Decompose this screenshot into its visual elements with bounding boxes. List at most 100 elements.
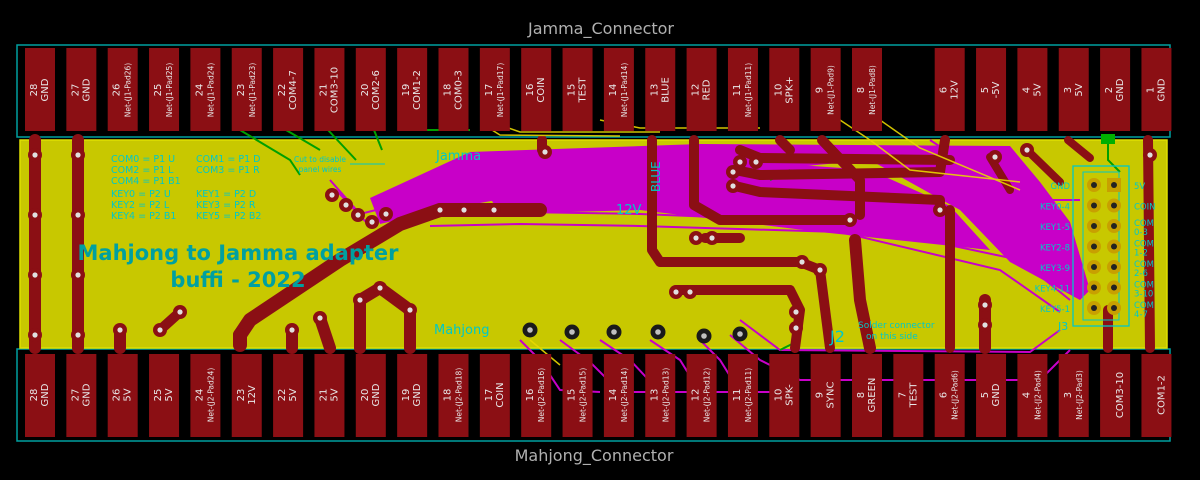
- pad-copper: [1141, 354, 1172, 437]
- pad-net: GND: [991, 383, 1002, 406]
- pad-copper: [314, 354, 345, 437]
- pad-label: 5GND: [980, 383, 1002, 406]
- via-hole: [730, 169, 736, 175]
- pad-copper: [397, 48, 428, 131]
- pad-label: 255V: [153, 388, 175, 401]
- j3-left-label: GND: [1051, 182, 1071, 192]
- cut-note-1: Cut to disable: [294, 155, 346, 164]
- pad-number: 10: [773, 84, 784, 97]
- j3-right-label-sub: 3-10: [1134, 290, 1153, 300]
- solder-note-2: on this side: [866, 332, 918, 342]
- pad-net: Net-(J1-Pad25): [165, 63, 174, 118]
- via-hole: [343, 202, 349, 208]
- pad-net: COM3-10: [1115, 372, 1126, 418]
- j3-pin-hole: [1091, 243, 1097, 250]
- pad-net: Net-(J2-Pad14): [620, 368, 629, 423]
- pad-label: 4Net-(J2-Pad4): [1021, 370, 1042, 420]
- top-pad: 22COM4-7: [273, 48, 304, 131]
- pad-net: COM3-10: [329, 67, 340, 113]
- via-hole: [75, 152, 81, 158]
- pad-number: 7: [897, 392, 908, 398]
- pad-label: 18COM0-3: [443, 70, 465, 110]
- pad-net: TEST: [908, 382, 919, 409]
- top-pad: 2GND: [1100, 48, 1131, 131]
- pad-net: Net-(J1-Pad11): [744, 63, 753, 118]
- pad-number: 16: [525, 84, 536, 97]
- j3-pin-hole: [1091, 264, 1097, 270]
- via-hole: [369, 219, 375, 225]
- pad-number: 28: [29, 84, 40, 97]
- pad-net: 5V: [288, 388, 299, 401]
- pad-copper: [562, 48, 593, 131]
- pad-label: 12Net-(J2-Pad12): [691, 368, 712, 423]
- pad-net: 5V: [164, 388, 175, 401]
- bottom-pad: 9SYNC: [810, 354, 841, 437]
- pad-number: 9: [815, 87, 826, 93]
- pad-net: -5V: [991, 81, 1002, 98]
- pad-copper: [686, 354, 717, 437]
- pad-number: 22: [277, 84, 288, 97]
- pad-label: 45V: [1021, 83, 1043, 96]
- pad-copper: [521, 48, 552, 131]
- via-hole: [793, 325, 799, 331]
- j3-pin-hole: [1111, 182, 1117, 188]
- via-hole: [1147, 152, 1153, 158]
- pad-net: Net-(J1-Pad14): [620, 63, 629, 118]
- pad-net: GND: [412, 383, 423, 406]
- through-hole-center: [611, 329, 617, 335]
- legend-com0: COM0 = P1 U: [111, 154, 175, 165]
- pad-label: 16Net-(J2-Pad16): [525, 368, 546, 423]
- pad-net: Net-(J2-Pad12): [703, 368, 712, 423]
- pad-copper: [1058, 48, 1089, 131]
- top-pad: 12RED: [686, 48, 717, 131]
- pad-net: COIN: [536, 77, 547, 102]
- blue-trace-label: BLUE: [649, 161, 663, 192]
- through-hole-center: [655, 329, 661, 335]
- pad-copper: [521, 354, 552, 437]
- pad-label: 9SYNC: [815, 382, 837, 409]
- pad-net: SYNC: [826, 382, 837, 409]
- top-pad: 35V: [1058, 48, 1089, 131]
- pad-net: Net-(J1-Pad9): [827, 65, 836, 115]
- top-connector-name: Jamma_Connector: [527, 19, 674, 39]
- bottom-pad: COM3-10: [1100, 354, 1131, 437]
- j3-right-label-sub: 1-2: [1134, 249, 1148, 259]
- j3-pin-hole: [1111, 284, 1117, 291]
- pad-net: GND: [371, 383, 382, 406]
- j3-left-label: KEY2-8: [1040, 244, 1070, 254]
- via-hole: [32, 332, 38, 338]
- via-hole: [491, 207, 497, 213]
- pad-number: 9: [815, 392, 826, 398]
- pad-copper: [645, 354, 676, 437]
- pad-number: 5: [980, 392, 991, 398]
- via-hole: [693, 235, 699, 241]
- top-pad: 45V: [1017, 48, 1048, 131]
- via-hole: [317, 315, 323, 321]
- via-hole: [329, 192, 335, 198]
- pad-label: 3Net-(J2-Pad3): [1063, 370, 1084, 420]
- j3-marker: [1101, 134, 1115, 144]
- pad-copper: [727, 354, 758, 437]
- pad-number: 26: [112, 84, 123, 97]
- j3-pins: [1087, 178, 1121, 315]
- via-hole: [32, 272, 38, 278]
- via-hole: [737, 159, 743, 165]
- bottom-pad: 16Net-(J2-Pad16): [521, 354, 552, 437]
- pad-label: 23Net-(J1-Pad23): [236, 63, 257, 118]
- j3-left-label: KEY0-4: [1040, 203, 1070, 213]
- bottom-pad: 5GND: [976, 354, 1007, 437]
- pad-net: Net-(J1-Pad8): [868, 65, 877, 115]
- pad-copper: [479, 48, 510, 131]
- through-hole-center: [527, 327, 533, 333]
- j3-right-label-sub: 2-6: [1134, 269, 1148, 279]
- pad-number: 3: [1063, 87, 1074, 93]
- pad-number: 27: [70, 84, 81, 97]
- via-hole: [847, 217, 853, 223]
- top-pad: 1GND: [1141, 48, 1172, 131]
- j3-right-label: COM: [1134, 240, 1154, 250]
- pad-net: GND: [40, 78, 51, 101]
- top-pad: 17Net-(J1-Pad17): [479, 48, 510, 131]
- top-pad: 16COIN: [521, 48, 552, 131]
- pad-label: 24Net-(J2-Pad24): [194, 368, 215, 423]
